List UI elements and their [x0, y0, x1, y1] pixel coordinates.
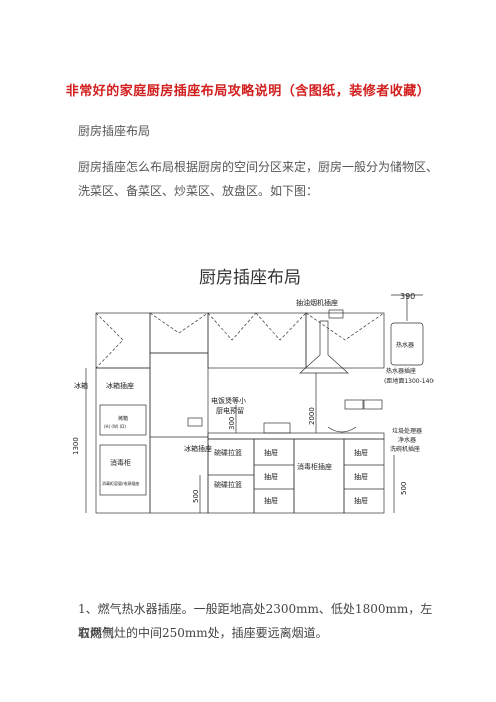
label-oven-spec: (H) (W) (D)	[104, 424, 126, 429]
point-1-line-2: 取燃气灶的中间250mm处，插座要远离烟道。	[78, 626, 328, 640]
label-bowl-basket-1: 碗碟拉篮	[214, 448, 242, 457]
label-2000: 2000	[308, 407, 316, 425]
label-500-right: 500	[400, 482, 408, 495]
disinfect-box	[99, 444, 147, 496]
label-drawer-4: 抽屉	[354, 448, 368, 457]
label-disinfect: 消毒柜	[110, 458, 131, 467]
label-fridge: 冰箱	[74, 381, 88, 390]
label-dishwasher-socket: 消毒柜插座	[297, 462, 332, 471]
label-disinfect-spec: 消毒柜容量/电源插座	[102, 480, 139, 486]
label-drawer-6: 抽屉	[354, 496, 368, 505]
label-drawer-3: 抽屉	[264, 496, 278, 505]
document-title: 非常好的家庭厨房插座布局攻略说明（含图纸，装修者收藏）	[65, 84, 431, 99]
label-height-note: (距地面1300-1400)	[384, 377, 434, 385]
countertop	[207, 432, 385, 440]
pot-left	[263, 422, 291, 434]
oven-box	[99, 404, 147, 436]
diagram-drawing: 抽油烟机插座 390 热水器 热水器插座 (距地面1300-1400) 冰箱 冰…	[72, 292, 439, 514]
upper-cabinet-right	[305, 312, 385, 369]
label-appliance-reserve: 厨电预留	[216, 406, 244, 415]
label-water-heater: 热水器	[396, 341, 414, 349]
intro-line-2: 洗菜区、备菜区、炒菜区、放盘区。如下图：	[78, 184, 319, 198]
label-bowl-basket-2: 碗碟拉篮	[214, 480, 242, 489]
label-water-heater-socket: 热水器插座	[386, 367, 416, 375]
wok-right	[327, 426, 357, 433]
label-drawer-1: 抽屉	[264, 448, 278, 457]
upper-cabinet-row	[207, 312, 307, 369]
range-hood	[299, 320, 349, 374]
label-1300: 1300	[72, 437, 80, 455]
label-drawer-5: 抽屉	[354, 472, 368, 481]
label-hood-socket: 抽油烟机插座	[296, 298, 338, 307]
intro-line-1: 厨房插座怎么布局根据厨房的空间分区来定，厨房一般分为储物区、	[78, 160, 439, 174]
kitchen-socket-diagram: 厨房插座布局	[66, 255, 439, 525]
tall-cabinet	[95, 367, 151, 514]
base-cabinet-3	[293, 438, 345, 514]
label-500-left: 500	[192, 490, 200, 503]
section-heading: 厨房插座布局	[78, 124, 151, 138]
label-garbage: 垃圾处理器	[392, 427, 422, 435]
water-heater-box	[390, 322, 424, 366]
label-300: 300	[228, 417, 236, 430]
label-rice-cooker: 电饭煲等小	[211, 396, 246, 405]
label-drawer-2: 抽屉	[264, 472, 278, 481]
base-cabinet-4	[343, 438, 385, 514]
label-dishwasher: 洗碗机插座	[390, 445, 420, 453]
label-purifier: 净水器	[398, 436, 416, 444]
label-oven: 烤箱	[118, 415, 128, 422]
label-fridge-socket: 冰箱插座	[106, 381, 134, 390]
point-1-line-1: 1、燃气热水器插座。一般距地高处2300mm、低处1800mm，左右两侧	[78, 602, 433, 640]
label-390: 390	[400, 292, 415, 301]
fridge-body	[149, 352, 209, 514]
diagram-title: 厨房插座布局	[199, 268, 301, 288]
label-fridge-socket-2: 冰箱插座	[184, 444, 212, 453]
